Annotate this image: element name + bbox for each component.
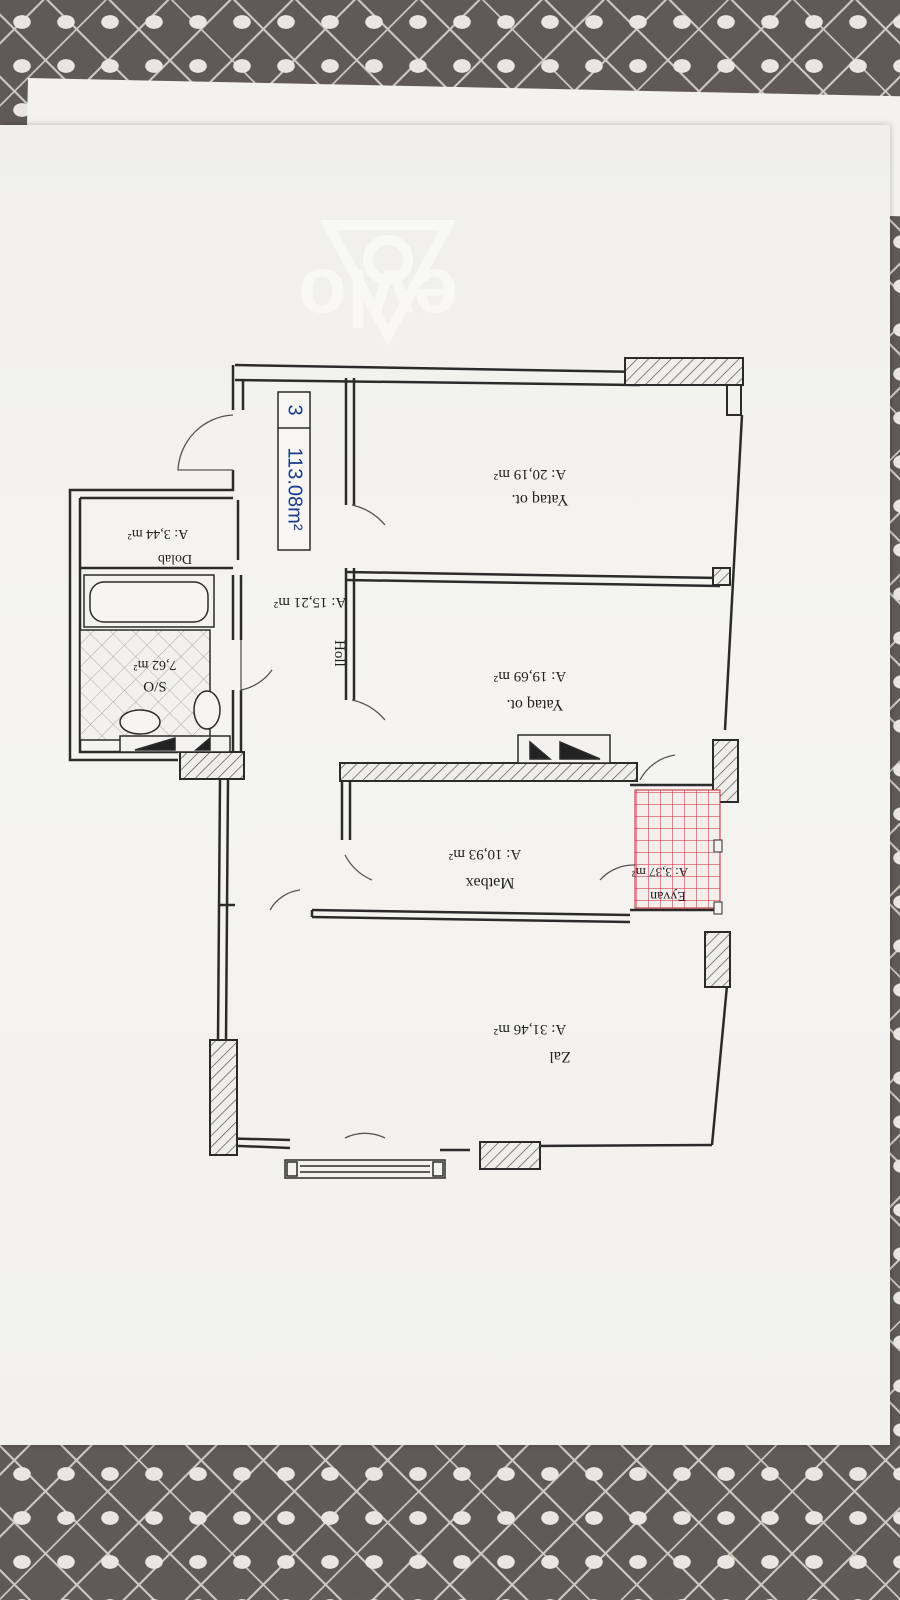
room-label-yataq1: Yataq ot. A: 20,19 m² bbox=[493, 466, 568, 508]
svg-text:Yataq ot.: Yataq ot. bbox=[511, 491, 568, 508]
balcony-floor bbox=[634, 789, 721, 909]
svg-text:A: 15,21 m²: A: 15,21 m² bbox=[273, 594, 346, 610]
svg-text:A: 3,44 m²: A: 3,44 m² bbox=[128, 526, 189, 541]
room-label-metbex: Mətbəx A: 10,93 m² bbox=[448, 846, 521, 891]
svg-text:Holl: Holl bbox=[331, 640, 347, 667]
badge-area: 113.08m² bbox=[284, 447, 306, 530]
svg-text:A: 19,69 m²: A: 19,69 m² bbox=[493, 668, 566, 684]
door-swings bbox=[177, 414, 676, 1139]
walls bbox=[68, 363, 744, 1152]
svg-text:Dolab: Dolab bbox=[158, 551, 192, 566]
svg-text:Mətbəx: Mətbəx bbox=[466, 874, 515, 891]
watermark-logo: evlo bbox=[298, 220, 458, 346]
svg-text:A: 31,46 m²: A: 31,46 m² bbox=[493, 1021, 566, 1037]
room-label-eyvan: Eyvan A: 3,37 m² bbox=[632, 865, 688, 903]
bathroom-fixtures bbox=[79, 574, 231, 753]
svg-text:Yataq ot.: Yataq ot. bbox=[506, 696, 563, 713]
room-label-dolab: Dolab A: 3,44 m² bbox=[128, 526, 192, 566]
wall-columns bbox=[179, 357, 744, 1170]
svg-text:7,62 m²: 7,62 m² bbox=[133, 657, 176, 672]
svg-text:A: 3,37 m²: A: 3,37 m² bbox=[632, 865, 688, 880]
svg-text:A: 10,93 m²: A: 10,93 m² bbox=[448, 846, 521, 862]
room-label-so: S/O 7,62 m² bbox=[133, 657, 176, 694]
room-label-zal: Zal A: 31,46 m² bbox=[493, 1021, 570, 1065]
paper-sheet: evlo bbox=[0, 125, 890, 1445]
svg-text:A: 20,19 m²: A: 20,19 m² bbox=[493, 466, 566, 482]
window-zal bbox=[284, 1159, 446, 1179]
svg-text:Zal: Zal bbox=[549, 1048, 571, 1065]
svg-text:S/O: S/O bbox=[143, 678, 167, 694]
svg-text:Eyvan: Eyvan bbox=[650, 888, 686, 903]
room-label-holl: Holl A: 15,21 m² bbox=[273, 594, 347, 667]
badge-rooms: 3 bbox=[284, 404, 306, 415]
kitchen-appliances bbox=[517, 734, 611, 764]
watermark-text: evlo bbox=[298, 253, 458, 342]
room-label-yataq2: Yataq ot. A: 19,69 m² bbox=[493, 668, 566, 713]
area-badge: 3 113.08m² bbox=[277, 391, 311, 551]
